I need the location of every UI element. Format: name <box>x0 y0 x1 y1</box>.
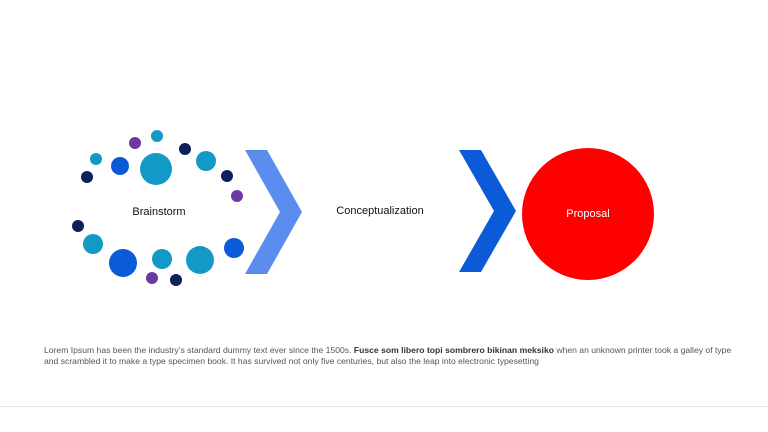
footer-divider <box>0 406 768 407</box>
dot <box>81 171 93 183</box>
dot <box>111 157 129 175</box>
caption-text: Lorem Ipsum has been the industry’s stan… <box>44 345 734 367</box>
dot <box>152 249 172 269</box>
proposal-circle <box>522 148 654 280</box>
dot <box>186 246 214 274</box>
dot <box>72 220 84 232</box>
dot <box>170 274 182 286</box>
dot <box>146 272 158 284</box>
chevron-arrow-light <box>245 150 302 274</box>
caption-tail: when an unknown printer took a galley of… <box>44 345 732 366</box>
dot <box>196 151 216 171</box>
dot <box>109 249 137 277</box>
dot <box>140 153 172 185</box>
caption-bold: Fusce som libero topi sombrero bikinan m… <box>353 345 554 355</box>
dot <box>90 153 102 165</box>
brainstorm-label: Brainstorm <box>132 206 186 218</box>
chevron-arrow-dark <box>459 150 516 272</box>
proposal-label: Proposal <box>566 208 610 220</box>
dot <box>129 137 141 149</box>
caption-lead: Lorem Ipsum has been the industry’s stan… <box>44 345 352 355</box>
dot <box>231 190 243 202</box>
dot <box>179 143 191 155</box>
dot <box>83 234 103 254</box>
dot <box>224 238 244 258</box>
conceptualization-label: Conceptualization <box>336 205 424 217</box>
dot <box>221 170 233 182</box>
dot <box>151 130 163 142</box>
brainstorm-dot-ring <box>72 130 244 286</box>
